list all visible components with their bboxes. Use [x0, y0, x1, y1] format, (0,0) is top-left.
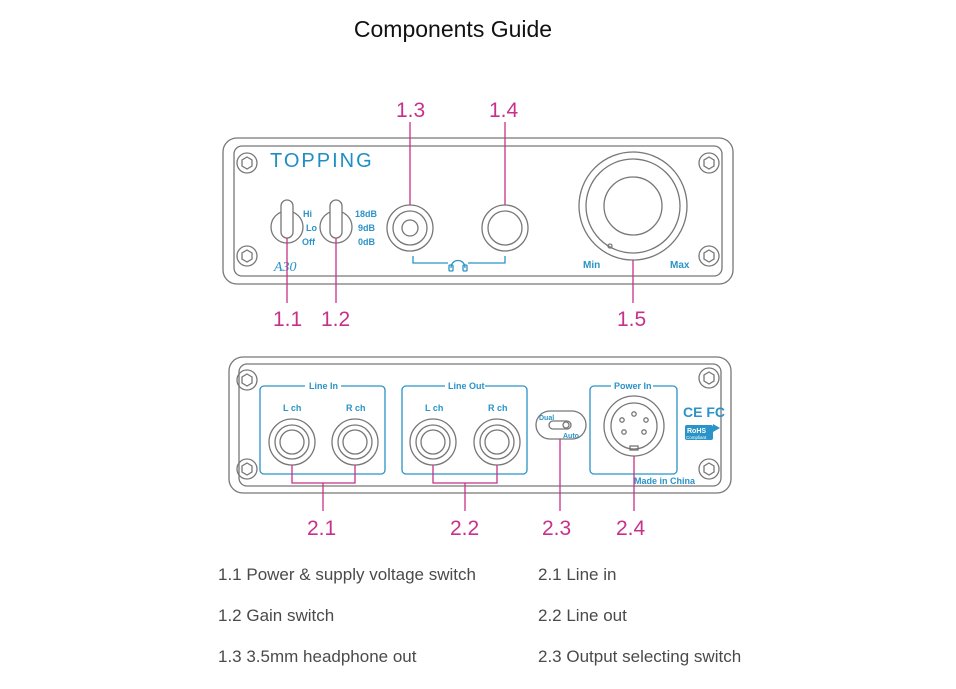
headphone-jack-6-35mm[interactable]	[481, 204, 529, 252]
power-in-label: Power In	[614, 381, 652, 391]
legend-item-2-3: 2.3 Output selecting switch	[538, 647, 742, 666]
volume-max-label: Max	[670, 260, 690, 271]
line-out-right-rca[interactable]	[473, 418, 521, 466]
model-name: A30	[273, 260, 297, 275]
headphone-jack-3-5mm[interactable]	[386, 204, 434, 252]
line-out-rch-label: R ch	[488, 403, 508, 413]
rear-panel	[228, 356, 732, 494]
gain-label-18db: 18dB	[355, 209, 378, 219]
gain-switch[interactable]	[319, 199, 353, 244]
brand-logo: TOPPING	[270, 150, 374, 172]
screw-icon	[698, 245, 720, 267]
screw-icon	[236, 458, 258, 480]
line-out-label: Line Out	[448, 381, 485, 391]
callout-1-5: 1.5	[617, 308, 646, 331]
line-in-label: Line In	[309, 381, 338, 391]
callout-1-4: 1.4	[489, 99, 519, 122]
legend-item-2-1: 2.1 Line in	[538, 565, 617, 584]
volume-min-label: Min	[583, 260, 600, 271]
power-switch[interactable]	[270, 199, 304, 244]
power-label-hi: Hi	[303, 209, 312, 219]
page-title: Components Guide	[353, 16, 553, 42]
gain-label-0db: 0dB	[358, 237, 376, 247]
switch-dual-label: Dual	[539, 415, 554, 422]
callout-1-1: 1.1	[273, 308, 302, 331]
legend-item-1-3: 1.3 3.5mm headphone out	[218, 647, 417, 666]
line-in-lch-label: L ch	[283, 403, 301, 413]
rohs-check-icon	[713, 424, 720, 432]
callout-1-2: 1.2	[321, 308, 350, 331]
power-din-connector[interactable]	[603, 395, 665, 457]
callout-2-4: 2.4	[616, 517, 646, 540]
callout-1-3: 1.3	[396, 99, 425, 122]
front-callout-lines	[286, 122, 634, 303]
line-in-left-rca[interactable]	[268, 418, 316, 466]
rohs-badge: RoHS Compliant	[685, 424, 720, 440]
line-in-rch-label: R ch	[346, 403, 366, 413]
rear-callout-lines	[291, 439, 635, 511]
screw-icon	[698, 152, 720, 174]
volume-knob[interactable]	[578, 151, 688, 261]
legend-item-1-1: 1.1 Power & supply voltage switch	[218, 565, 476, 584]
screw-icon	[236, 152, 258, 174]
power-label-lo: Lo	[306, 223, 317, 233]
gain-label-9db: 9dB	[358, 223, 376, 233]
line-in-right-rca[interactable]	[331, 418, 379, 466]
front-panel	[222, 137, 734, 285]
ce-fc-mark: CE FC	[683, 404, 725, 420]
rohs-compliant-text: Compliant	[686, 435, 707, 440]
output-select-switch[interactable]	[535, 410, 587, 440]
legend-item-1-2: 1.2 Gain switch	[218, 606, 335, 625]
line-out-lch-label: L ch	[425, 403, 443, 413]
callout-2-1: 2.1	[307, 517, 336, 540]
screw-icon	[698, 367, 720, 389]
headphone-icon	[448, 259, 468, 272]
rohs-text: RoHS	[687, 428, 706, 435]
made-in-label: Made in China	[634, 476, 696, 486]
line-out-left-rca[interactable]	[409, 418, 457, 466]
power-label-off: Off	[302, 237, 316, 247]
callout-2-2: 2.2	[450, 517, 479, 540]
callout-2-3: 2.3	[542, 517, 571, 540]
screw-icon	[698, 458, 720, 480]
screw-icon	[236, 369, 258, 391]
legend-item-2-2: 2.2 Line out	[538, 606, 627, 625]
switch-auto-label: Auto	[563, 433, 579, 440]
screw-icon	[236, 245, 258, 267]
